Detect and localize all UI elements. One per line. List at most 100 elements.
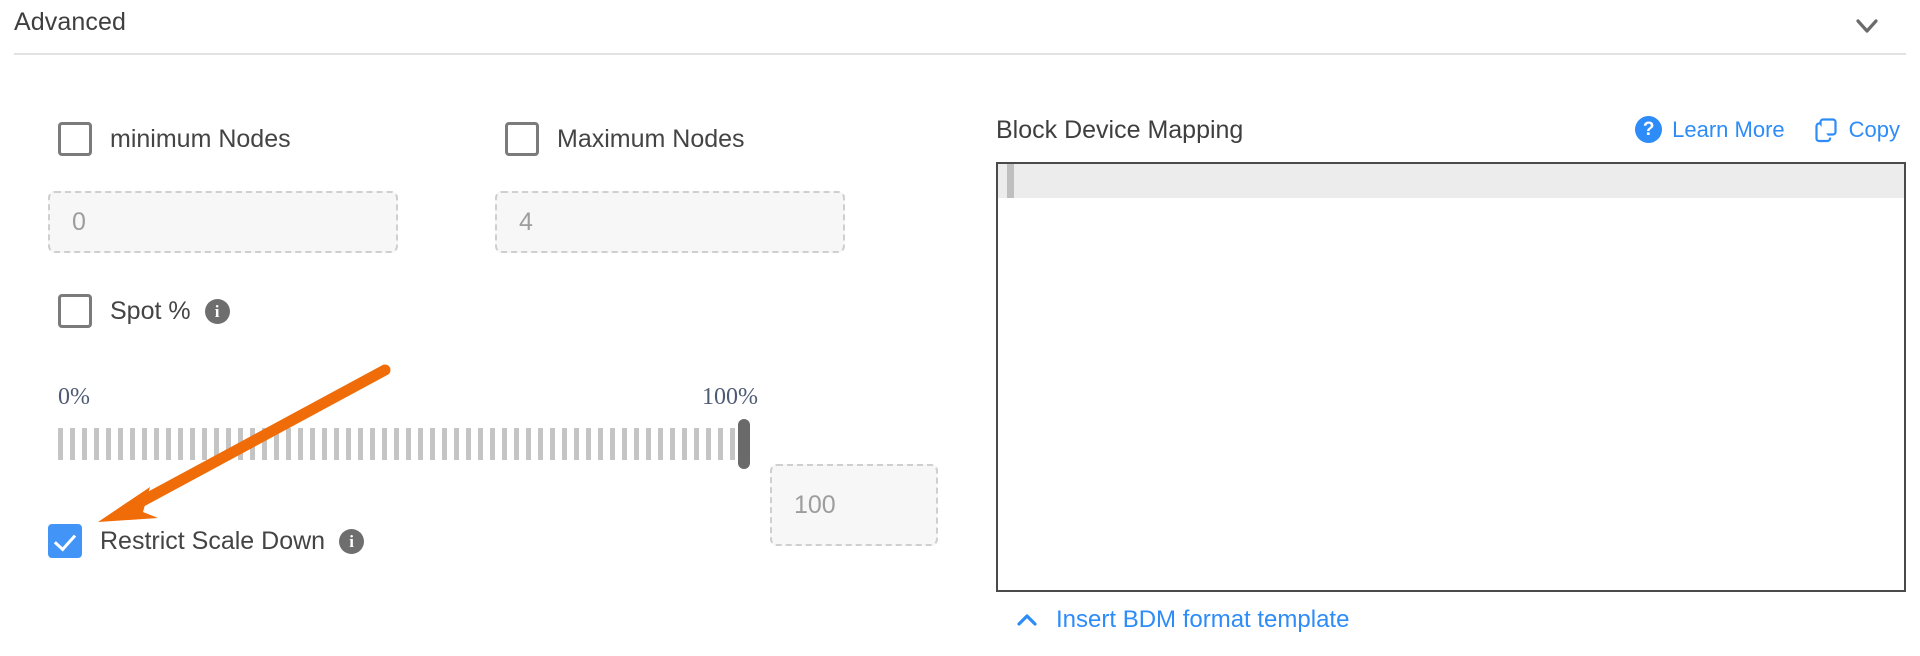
slider-tick xyxy=(658,428,663,460)
minimum-nodes-input[interactable] xyxy=(48,191,398,253)
slider-tick xyxy=(430,428,435,460)
slider-tick xyxy=(130,428,135,460)
editor-active-line xyxy=(998,164,1904,198)
question-circle-icon: ? xyxy=(1635,116,1663,143)
slider-max-label: 100% xyxy=(702,384,758,410)
slider-tick xyxy=(538,428,543,460)
slider-tick xyxy=(166,428,171,460)
slider-tick xyxy=(634,428,639,460)
slider-tick xyxy=(214,428,219,460)
block-device-mapping-actions: ? Learn More Copy xyxy=(1635,116,1900,143)
slider-tick xyxy=(334,428,339,460)
restrict-scale-down-label: Restrict Scale Down xyxy=(100,526,326,555)
insert-bdm-format-template-label: Insert BDM format template xyxy=(1056,606,1350,633)
slider-tick xyxy=(274,428,279,460)
slider-tick xyxy=(358,428,363,460)
slider-tick xyxy=(82,428,87,460)
spot-percent-checkbox[interactable] xyxy=(58,294,92,328)
slider-tick xyxy=(382,428,387,460)
copy-label: Copy xyxy=(1848,116,1900,142)
slider-tick xyxy=(670,428,675,460)
restrict-scale-down-row[interactable]: Restrict Scale Down i xyxy=(48,524,365,558)
chevron-up-icon xyxy=(1014,607,1040,633)
slider-tick xyxy=(586,428,591,460)
insert-bdm-format-template-link[interactable]: Insert BDM format template xyxy=(1014,606,1349,634)
spot-percent-label: Spot % xyxy=(110,296,191,325)
slider-tick xyxy=(478,428,483,460)
restrict-scale-down-info-icon[interactable]: i xyxy=(339,528,365,554)
slider-tick xyxy=(610,428,615,460)
slider-track[interactable] xyxy=(58,419,750,469)
copy-button[interactable]: Copy xyxy=(1813,117,1900,143)
header-divider xyxy=(14,53,1906,55)
slider-tick xyxy=(514,428,519,460)
advanced-left-panel: minimum Nodes Maximum Nodes Spot % i 0% … xyxy=(0,54,980,656)
slider-tick xyxy=(262,428,267,460)
slider-tick xyxy=(574,428,579,460)
slider-tick xyxy=(694,428,699,460)
block-device-mapping-title: Block Device Mapping xyxy=(996,116,1244,144)
slider-tick xyxy=(730,428,735,460)
slider-min-label: 0% xyxy=(58,384,90,410)
slider-tick xyxy=(286,428,291,460)
slider-tick xyxy=(394,428,399,460)
slider-tick xyxy=(298,428,303,460)
restrict-scale-down-checkbox[interactable] xyxy=(48,524,82,558)
slider-tick xyxy=(142,428,147,460)
spot-percent-value-input[interactable] xyxy=(770,464,938,546)
chevron-down-icon[interactable] xyxy=(1850,9,1884,43)
minimum-nodes-label: minimum Nodes xyxy=(110,124,291,153)
slider-tick xyxy=(310,428,315,460)
slider-tick xyxy=(94,428,99,460)
slider-tick xyxy=(118,428,123,460)
slider-tick xyxy=(718,428,723,460)
copy-icon xyxy=(1813,117,1839,143)
slider-tick xyxy=(226,428,231,460)
slider-tick xyxy=(466,428,471,460)
slider-thumb[interactable] xyxy=(738,419,750,469)
learn-more-label: Learn More xyxy=(1672,116,1785,142)
maximum-nodes-checkbox[interactable] xyxy=(505,122,539,156)
slider-tick xyxy=(622,428,627,460)
slider-tick xyxy=(682,428,687,460)
slider-tick xyxy=(370,428,375,460)
slider-tick xyxy=(322,428,327,460)
slider-tick xyxy=(106,428,111,460)
slider-tick xyxy=(418,428,423,460)
slider-tick xyxy=(490,428,495,460)
block-device-mapping-editor[interactable] xyxy=(996,162,1906,592)
spot-percent-row[interactable]: Spot % i xyxy=(58,294,230,328)
learn-more-link[interactable]: ? Learn More xyxy=(1635,116,1785,143)
slider-tick xyxy=(706,428,711,460)
slider-tick xyxy=(550,428,555,460)
slider-range-labels: 0% 100% xyxy=(58,384,758,416)
slider-tick xyxy=(454,428,459,460)
advanced-section-header[interactable]: Advanced xyxy=(0,0,1920,55)
editor-cursor xyxy=(1007,164,1014,198)
slider-tick xyxy=(346,428,351,460)
slider-tick xyxy=(190,428,195,460)
slider-tick xyxy=(238,428,243,460)
slider-tick xyxy=(646,428,651,460)
slider-tick xyxy=(598,428,603,460)
slider-tick xyxy=(442,428,447,460)
block-device-mapping-panel: Block Device Mapping ? Learn More Copy xyxy=(996,54,1920,656)
slider-tick xyxy=(562,428,567,460)
slider-tick xyxy=(178,428,183,460)
slider-tick xyxy=(202,428,207,460)
minimum-nodes-row[interactable]: minimum Nodes xyxy=(58,122,291,156)
maximum-nodes-row[interactable]: Maximum Nodes xyxy=(505,122,745,156)
slider-tick xyxy=(58,428,63,460)
slider-tick xyxy=(250,428,255,460)
spot-percent-slider[interactable]: 0% 100% xyxy=(58,384,758,474)
slider-tick xyxy=(406,428,411,460)
page-title: Advanced xyxy=(14,8,126,36)
minimum-nodes-checkbox[interactable] xyxy=(58,122,92,156)
maximum-nodes-label: Maximum Nodes xyxy=(557,124,745,153)
spot-percent-info-icon[interactable]: i xyxy=(204,298,230,324)
slider-tick xyxy=(70,428,75,460)
slider-tick xyxy=(502,428,507,460)
slider-tick xyxy=(526,428,531,460)
slider-tick xyxy=(154,428,159,460)
maximum-nodes-input[interactable] xyxy=(495,191,845,253)
